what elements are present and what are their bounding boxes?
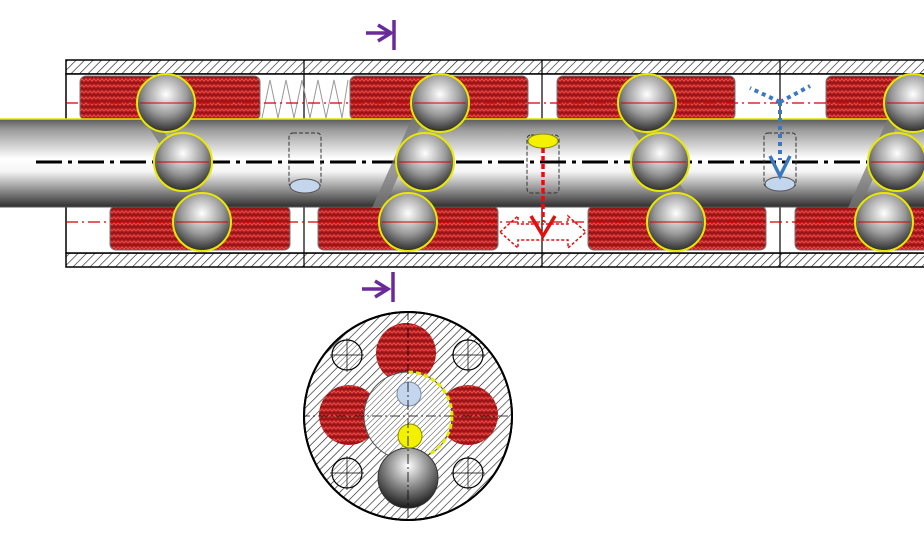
section-coil-right [438, 385, 498, 445]
pin-slot-1 [288, 132, 322, 194]
spring-top [261, 79, 349, 119]
section-marker-top [366, 20, 396, 50]
section-pin-yellow [397, 423, 423, 449]
motion-arrow-red [498, 148, 588, 250]
section-view [303, 311, 513, 521]
ball-crosshairs [140, 102, 924, 223]
section-pin-blue [396, 381, 422, 407]
section-coil-left [319, 385, 379, 445]
section-coil-top [376, 323, 436, 383]
section-marker-bottom [362, 272, 395, 302]
motion-arrow-blue [749, 84, 811, 180]
